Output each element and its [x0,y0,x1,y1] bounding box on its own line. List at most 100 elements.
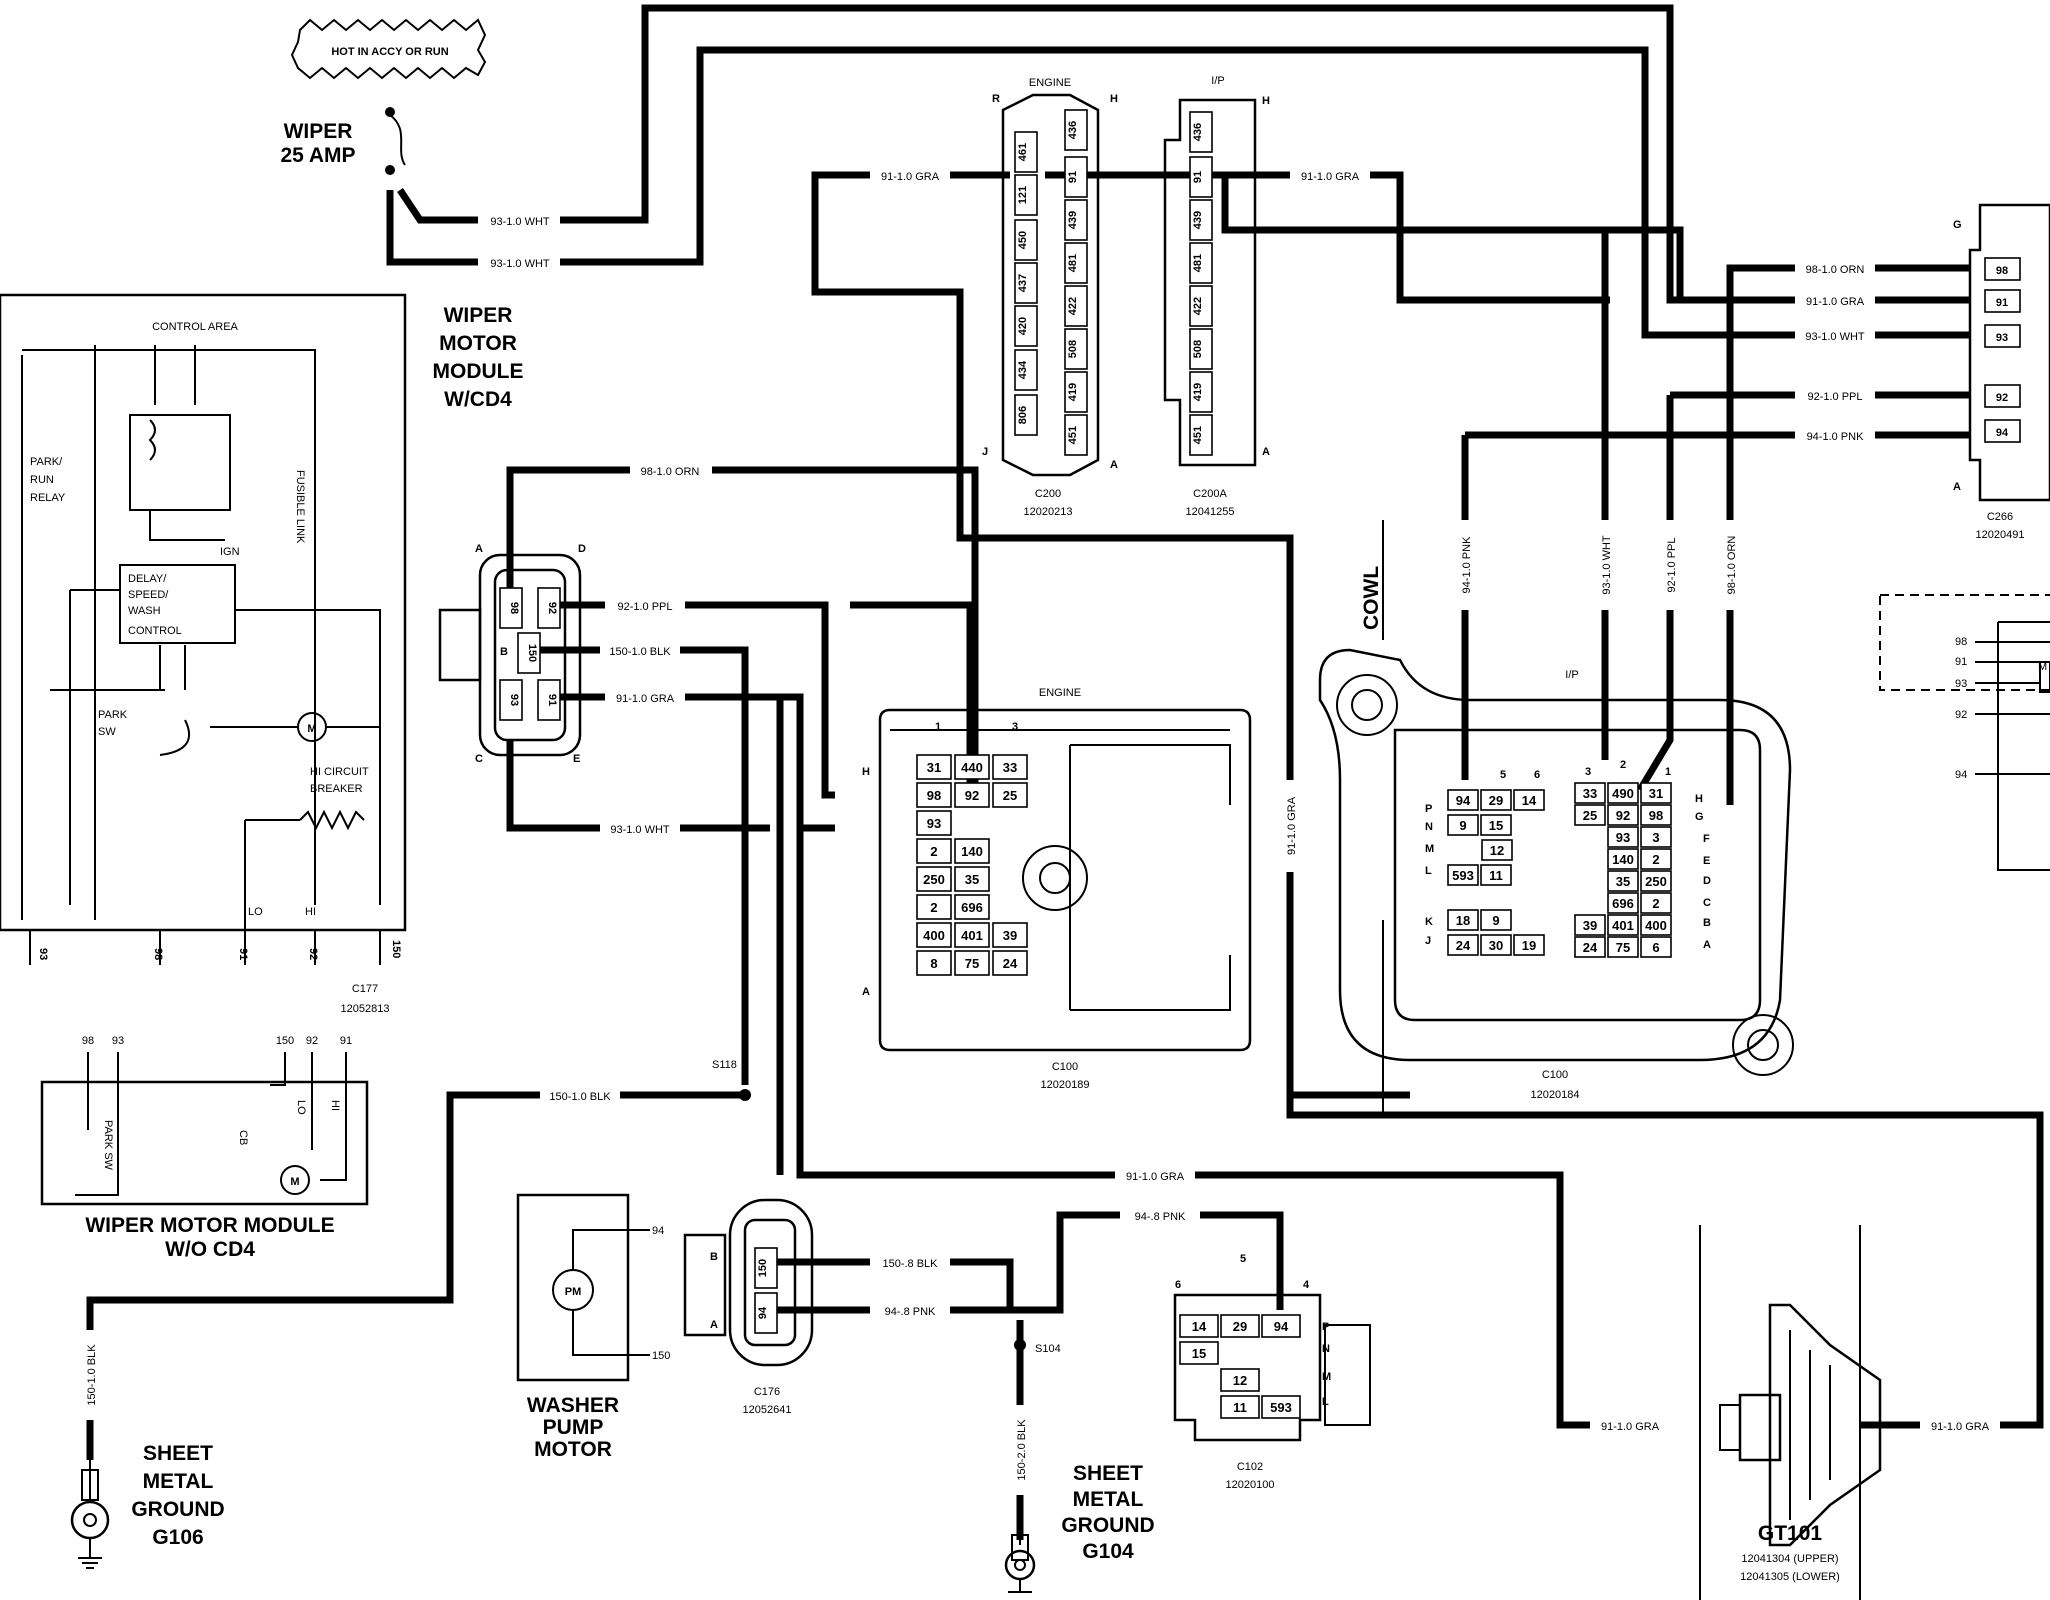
wo-hi: HI [329,1100,341,1111]
c100-engine-pin-2: 2 [930,844,937,859]
c266-pin-92: 92 [1996,392,2008,404]
c176-pin-150: 150 [757,1259,769,1277]
c266-pin-93: 93 [1996,332,2008,344]
lo-text: LO [248,906,263,918]
wiper-motor-module-wo-cd4: 98 93 150 92 91 PARK SW CB LO HI M WIPER… [40,1035,369,1261]
c100-ip-left-pin-12: 12 [1490,843,1504,858]
c266-pin-94: 94 [1996,427,2009,439]
park-run-relay-line2: RUN [30,474,54,486]
c100-engine-pin-93: 93 [927,816,941,831]
c102-name: C102 [1237,1461,1263,1473]
c200a-letter-h: H [1262,95,1270,107]
c100-ip-right-pin-490: 490 [1612,786,1634,801]
c100ip-n6: 6 [1534,769,1540,781]
c100-ip-right-pin-696: 696 [1612,896,1634,911]
c100-ip-right-cell [1574,914,1606,936]
g104-line3: GROUND [1061,1514,1154,1537]
c102-n: N [1322,1343,1330,1355]
c100-engine-pin-440: 440 [961,760,983,775]
wire-labels: 93-1.0 WHT 93-1.0 WHT 91-1.0 GRA 91-1.0 … [83,168,2000,1495]
c100-ip-left-pin-29: 29 [1489,793,1503,808]
splice-s118: S118 [712,1059,737,1071]
c100-ip-right-cell [1607,914,1639,936]
module-motor-symbol: M [307,723,316,735]
c100ip-f: F [1703,833,1710,845]
conn-e: E [573,753,580,765]
c100-ip-left-b-cell [1480,934,1512,956]
gt101-connector: GT101 12041304 (UPPER) 12041305 (LOWER) [1699,1225,1882,1600]
c100-ip-right-pin-401: 401 [1612,918,1634,933]
c200-part: 12020213 [1024,506,1073,518]
c100-engine-pin-696: 696 [961,900,983,915]
gt101-upper: 12041304 (UPPER) [1741,1553,1838,1565]
c100e-a: A [862,986,870,998]
wire-150-blk-ground: 150-1.0 BLK [549,1091,611,1103]
hot-in-accy-text: HOT IN ACCY OR RUN [331,46,448,58]
wire-94-pnk-vertical: 94-1.0 PNK [1461,536,1473,594]
c266-pin-98: 98 [1996,265,2008,277]
c100-ip-left-b-cell [1480,909,1512,931]
c100-ip-right-pin-39: 39 [1583,918,1597,933]
c102-pin-593: 593 [1270,1400,1292,1415]
c100-engine-pin-24: 24 [1003,956,1018,971]
c100ip-g: G [1695,811,1704,823]
washer-pin-94: 94 [652,1225,664,1237]
c176-b: B [710,1251,718,1263]
c100-engine-pin-400: 400 [923,928,945,943]
c100ip-b: B [1703,917,1711,929]
c100-ip-left-pin-11: 11 [1489,868,1503,883]
c100-engine-cell [916,754,952,780]
c100-ip-right-cell [1640,914,1672,936]
wire-93-wht-vertical: 93-1.0 WHT [1601,535,1613,595]
c100-ip-right-pin-31: 31 [1649,786,1663,801]
module-wo-cd4-title-1: WIPER MOTOR MODULE [85,1214,334,1237]
wire-91-gra-c200a: 91-1.0 GRA [1301,171,1360,183]
c100-ip-right-pin-2: 2 [1652,852,1659,867]
c100ip-j: J [1425,935,1431,947]
right-pin-98: 98 [1955,636,1967,648]
delay-ctrl-line4: CONTROL [128,625,182,637]
g104-line1: SHEET [1073,1462,1143,1485]
c102-n4: 4 [1303,1279,1310,1291]
c100-engine-cell [916,894,952,920]
c100-engine-title: ENGINE [1039,687,1081,699]
c100-engine-pin-33: 33 [1003,760,1017,775]
c100-engine-cell [954,866,990,892]
wire-93-wht-2: 93-1.0 WHT [490,258,550,270]
wire-92-ppl-c266: 92-1.0 PPL [1807,391,1862,403]
c200a-letter-a: A [1262,446,1270,458]
c100-ip-right-pin-400: 400 [1645,918,1667,933]
right-m-text: M [2038,661,2047,673]
c100-ip-right-pin-98: 98 [1649,808,1663,823]
c100-ip-right-pin-75: 75 [1616,940,1630,955]
c100ip-n3: 3 [1585,766,1591,778]
c100-ip-left-b-cell [1447,934,1479,956]
c100-engine-part: 12020189 [1041,1079,1090,1091]
c200-pin-419: 419 [1067,383,1079,401]
c200-letter-r: R [992,93,1000,105]
c200-left-806: 806 [1017,406,1029,424]
cowl-text: COWL [1360,566,1383,630]
ground-g106: SHEET METAL GROUND G106 [70,1442,225,1569]
c200-name: C200 [1035,488,1061,500]
c100-ip-left-cell [1480,789,1512,811]
g104-line4: G104 [1082,1540,1134,1563]
wo-pin-91: 91 [340,1035,352,1047]
module-pin-98: 98 [152,948,164,960]
c100-ip-left-b-pin-18: 18 [1456,913,1470,928]
fuse-rating-text: 25 AMP [280,144,355,167]
c100-ip-left-pin-94: 94 [1456,793,1471,808]
wo-pin-150: 150 [276,1035,294,1047]
wire-98-orn-vertical: 98-1.0 ORN [1726,536,1738,595]
c200a-pin-439: 439 [1192,211,1204,229]
c100-ip-right-cell [1607,826,1639,848]
c102-cell [1179,1341,1219,1365]
c100-engine-pin-35: 35 [965,872,979,887]
c100ip-title: I/P [1565,669,1578,681]
c200-pin-422: 422 [1067,297,1079,315]
park-sw-line1: PARK [98,709,128,721]
right-pin-91: 91 [1955,656,1967,668]
c100-ip-right-pin-92: 92 [1616,808,1630,823]
park-sw-line2: SW [98,726,116,738]
